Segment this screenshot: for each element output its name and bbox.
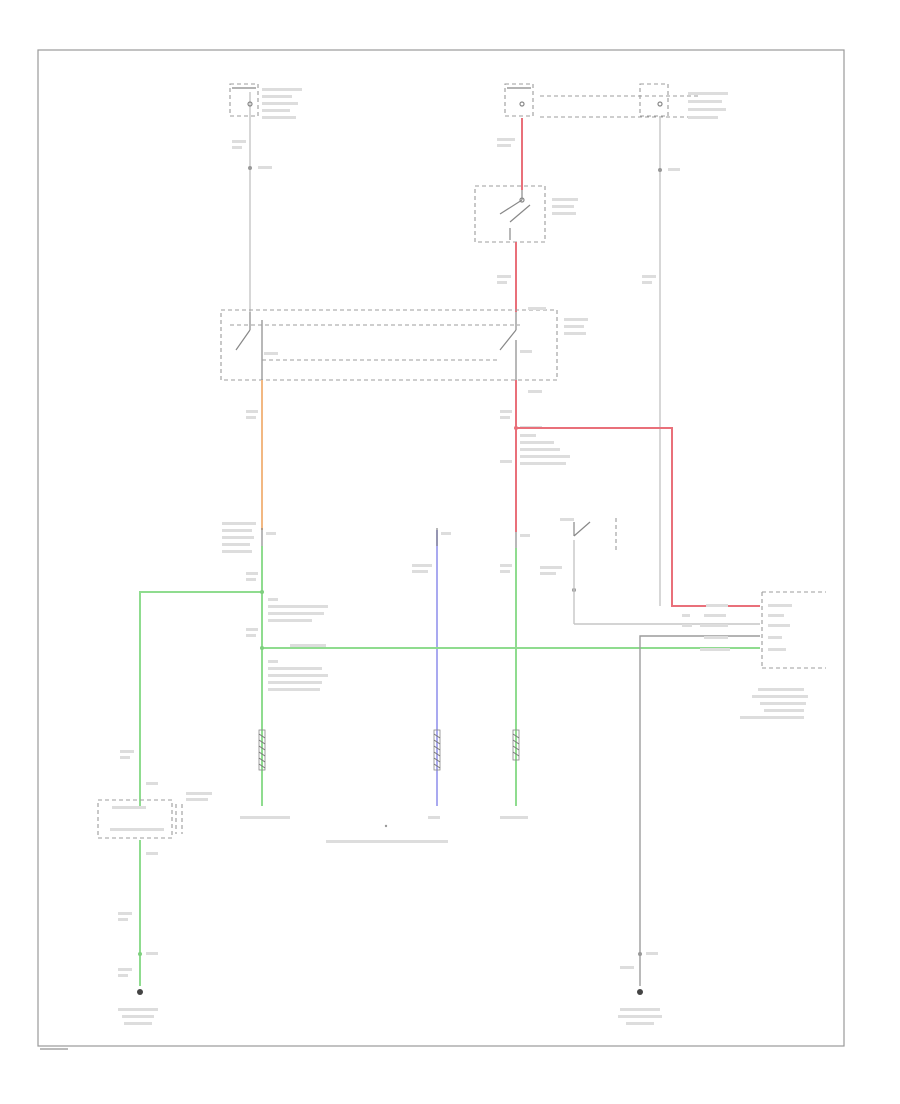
wire-red-to-module bbox=[516, 427, 760, 607]
twisted-wire-icon bbox=[258, 729, 520, 771]
ground-icon bbox=[118, 989, 158, 1025]
switch-small bbox=[540, 518, 760, 625]
fuse-block-center bbox=[504, 83, 700, 118]
fuse-block-left bbox=[229, 83, 302, 119]
control-module bbox=[682, 591, 826, 719]
splice-point bbox=[248, 166, 252, 170]
data-link-connector bbox=[240, 816, 528, 843]
switch-icon bbox=[474, 185, 578, 243]
fuse-block-right bbox=[639, 83, 728, 119]
relay-icon bbox=[220, 307, 588, 381]
component-left-lower bbox=[97, 750, 212, 855]
ground-icon bbox=[618, 989, 662, 1025]
diagram-frame bbox=[37, 49, 845, 1047]
connector-left bbox=[222, 522, 276, 553]
footer-mark bbox=[40, 1048, 68, 1050]
wire-green-to-dlc bbox=[139, 591, 262, 806]
wire-gray-to-ground bbox=[639, 635, 760, 986]
